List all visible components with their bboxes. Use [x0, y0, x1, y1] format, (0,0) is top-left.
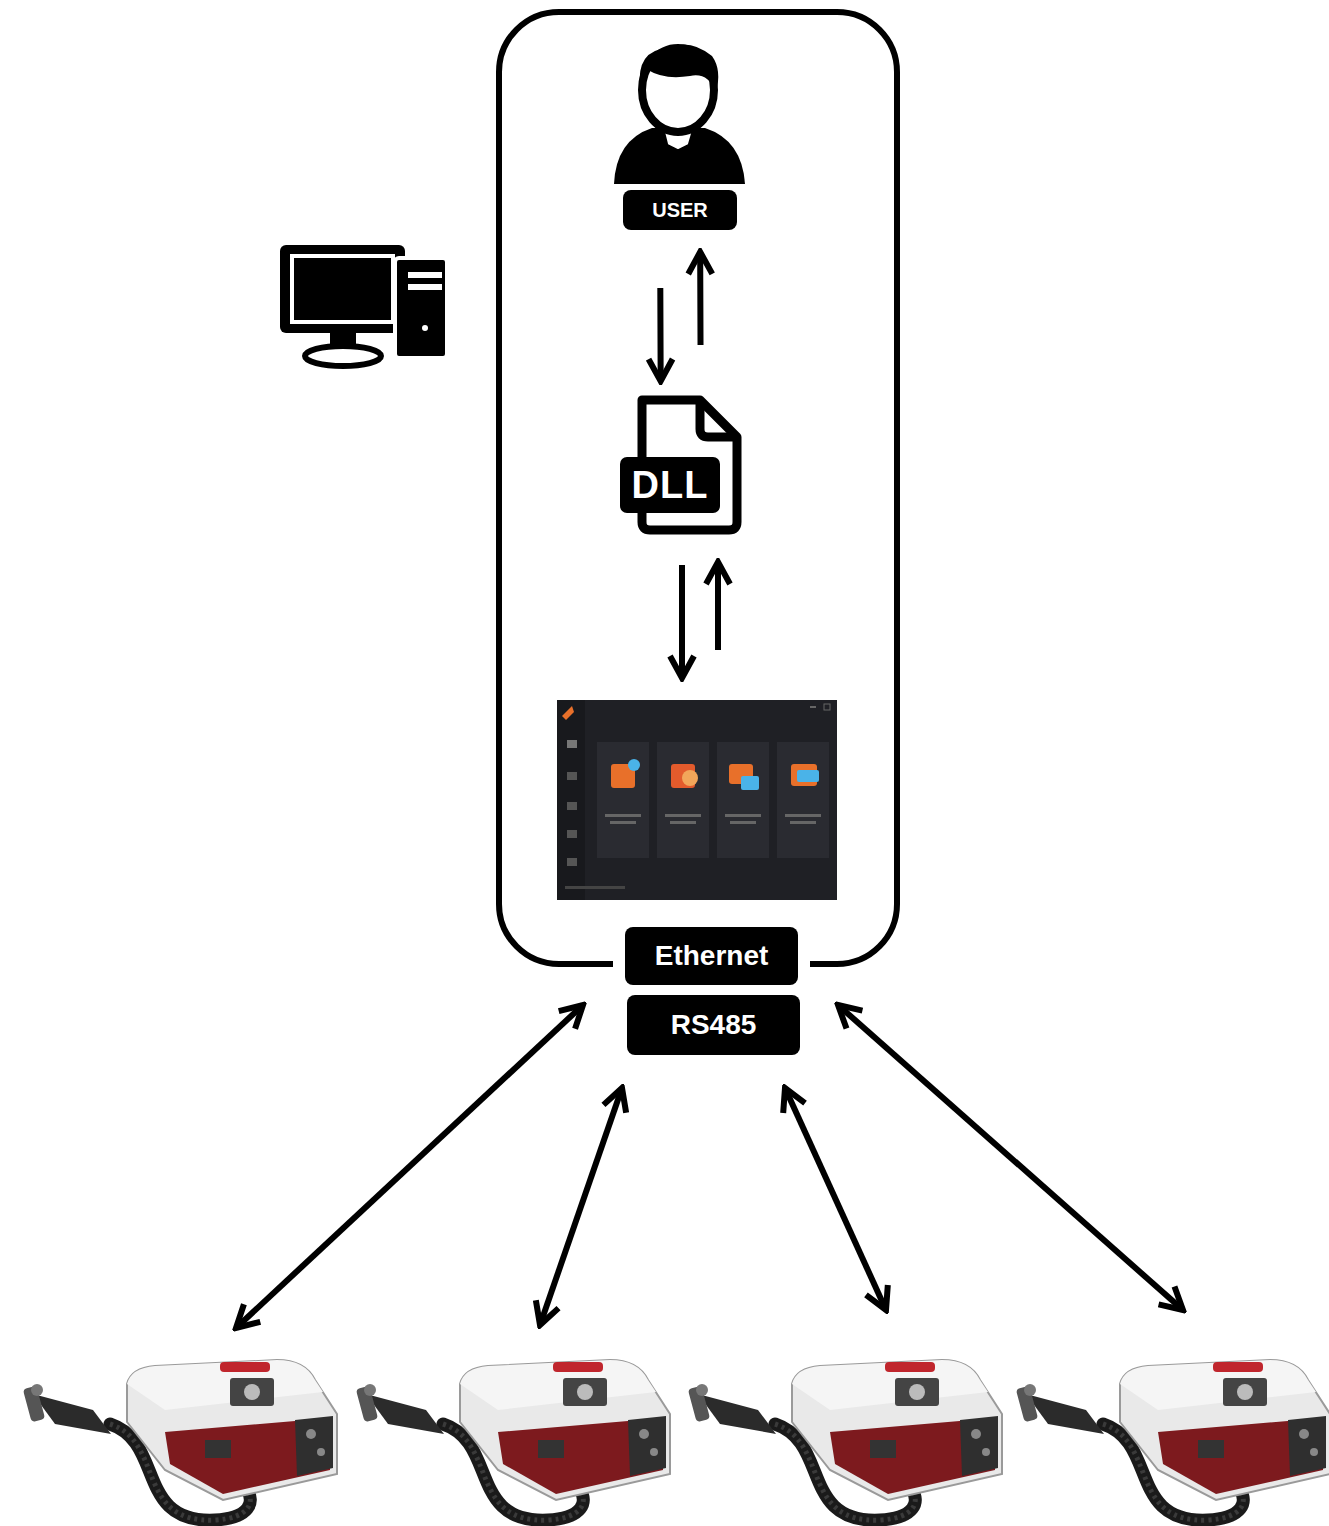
- sidebar-icon: [567, 740, 577, 748]
- sidebar-icon: [567, 772, 577, 780]
- app-card: [717, 742, 769, 858]
- up-arrow: [715, 562, 721, 650]
- file-fold: [700, 400, 737, 437]
- app-card: [597, 742, 649, 858]
- box-label: USER: [652, 199, 708, 222]
- window-control: [824, 704, 830, 710]
- monitor-screen: [292, 256, 393, 322]
- device-link-arrow: [236, 1005, 583, 1328]
- sidebar-icon: [567, 830, 577, 838]
- power-button: [422, 325, 428, 331]
- app-logo: [562, 706, 574, 720]
- interface-label-box: RS485: [627, 995, 800, 1055]
- box-label: Ethernet: [655, 940, 769, 972]
- drive-slot: [408, 272, 442, 278]
- box-label: RS485: [671, 1009, 757, 1041]
- interface-label-box: Ethernet: [625, 927, 798, 985]
- software-screenshot: [557, 700, 837, 900]
- device-unit: [688, 1360, 1002, 1520]
- computer-tower: [395, 258, 447, 358]
- status-line: [565, 886, 625, 889]
- app-card: [657, 742, 709, 858]
- app-card: [777, 742, 829, 858]
- device-link-arrow: [838, 1005, 1183, 1310]
- device-unit: [1016, 1360, 1329, 1520]
- connector-arrow: [660, 252, 700, 381]
- device-unit: [23, 1360, 337, 1520]
- pc-boundary: [499, 12, 897, 964]
- device-link-arrow: [540, 1088, 622, 1325]
- app-window: [557, 700, 837, 900]
- user-label-box: USER: [623, 190, 737, 230]
- down-arrow: [679, 565, 685, 678]
- dll-file-icon: DLL: [620, 395, 742, 535]
- file-type-label: DLL: [620, 457, 720, 513]
- app-sidebar: [557, 700, 585, 900]
- sidebar-icon: [567, 858, 577, 866]
- window-control: [810, 706, 816, 708]
- file-band: [620, 457, 720, 513]
- computer-icon: [280, 245, 447, 366]
- monitor-frame: [280, 245, 405, 333]
- user-hair: [640, 44, 719, 92]
- drive-slot: [408, 284, 442, 290]
- sidebar-icon: [567, 802, 577, 810]
- device-unit: [356, 1360, 670, 1520]
- user-icon: [614, 44, 745, 184]
- device-link-arrow: [785, 1088, 886, 1310]
- monitor-base: [305, 346, 381, 366]
